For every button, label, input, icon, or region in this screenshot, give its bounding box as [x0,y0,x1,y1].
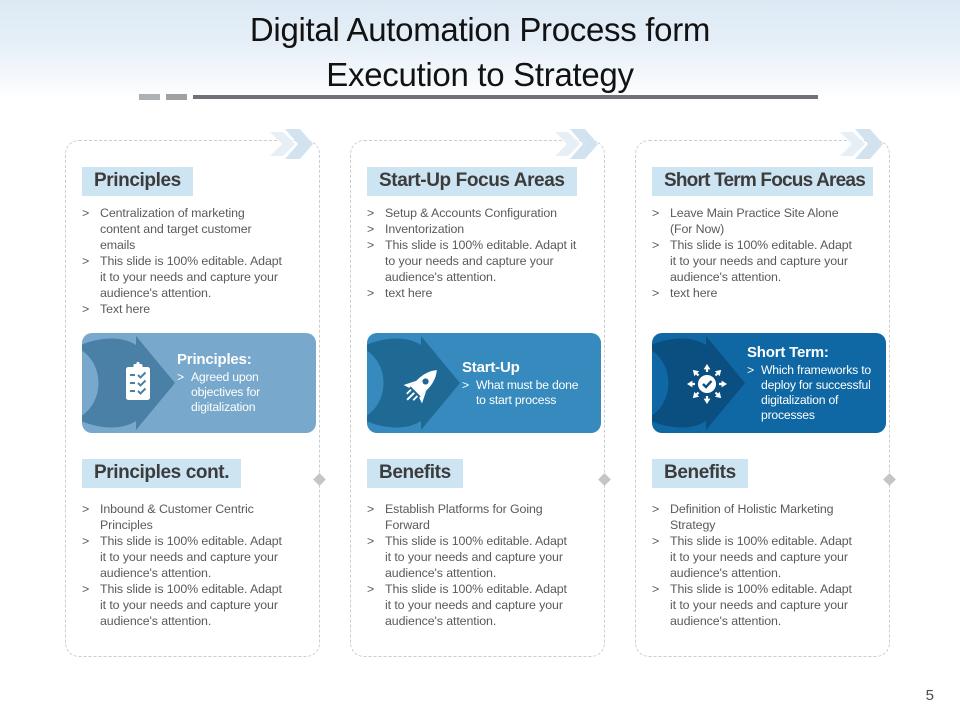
arrow-banner-shape [652,336,745,430]
list-item: >Establish Platforms for Going Forward [367,502,543,532]
double-chevron-icon [555,129,598,159]
bullet-list: >Setup & Accounts Configuration >Invento… [367,205,596,325]
list-item: >This slide is 100% editable. Adapt it t… [367,238,577,284]
section-header: Principles [82,167,193,196]
bullet-list: >Centralization of marketing content and… [82,205,311,325]
bullet-marker: > [82,302,90,316]
bullet-marker: > [82,254,90,268]
bullet-marker: > [462,377,470,392]
list-item: >This slide is 100% editable. Adapt it t… [652,582,852,628]
bullet-marker: > [652,206,660,220]
banner-text: Principles: >Agreed upon objectives for … [177,333,316,433]
list-item: >Inventorization [367,222,465,236]
section-header: Principles cont. [82,459,242,488]
section-header: Benefits [652,459,748,488]
bullet-marker: > [652,286,660,300]
banner-principles: Principles: >Agreed upon objectives for … [82,333,316,433]
page-number: 5 [925,687,934,704]
banner-short-term: Short Term: >Which frameworks to deploy … [652,333,886,433]
bullet-marker: > [747,362,755,377]
bullet-marker: > [82,534,90,548]
banner-title: Start-Up [462,358,520,376]
list-item: >Setup & Accounts Configuration [367,206,557,220]
arrow-banner-shape [367,336,460,430]
list-item: >This slide is 100% editable. Adapt it t… [82,254,282,300]
diamond-marker [883,473,896,486]
list-item: >Definition of Holistic Marketing Strate… [652,502,834,532]
section-header: Benefits [367,459,463,488]
bullet-list: >Leave Main Practice Site Alone (For Now… [652,205,881,325]
list-item: >This slide is 100% editable. Adapt it t… [652,238,852,284]
bullet-marker: > [367,238,375,252]
banner-bullet: >What must be done to start process [462,377,579,407]
bullet-marker: > [367,534,375,548]
column-short-term: Short Term Focus Areas >Leave Main Pract… [635,129,896,657]
list-item: >Centralization of marketing content and… [82,206,252,252]
banner-startup: Start-Up >What must be done to start pro… [367,333,601,433]
list-item: >Text here [82,302,151,316]
banner-bullet: >Agreed upon objectives for digitalizati… [177,370,261,414]
double-chevron-icon [270,129,313,159]
bullet-list: >Establish Platforms for Going Forward >… [367,501,596,629]
list-item: >Inbound & Customer Centric Principles [82,502,254,532]
diamond-marker [598,473,611,486]
banner-title: Principles: [177,351,252,368]
slide-title-line2: Execution to Strategy [326,56,634,93]
bullet-marker: > [367,502,375,516]
target-check-burst-icon [685,362,729,406]
list-item: >This slide is 100% editable. Adapt it t… [82,582,282,628]
list-item: >text here [652,286,718,300]
bullet-list: >Inbound & Customer Centric Principles >… [82,501,311,629]
arrow-banner-shape [82,336,175,430]
banner-text: Short Term: >Which frameworks to deploy … [747,333,886,433]
list-item: >Leave Main Practice Site Alone (For Now… [652,206,839,236]
diamond-marker [313,473,326,486]
section-header: Short Term Focus Areas [652,167,873,196]
slide-title-line1: Digital Automation Process form [249,11,711,48]
list-item: >This slide is 100% editable. Adapt it t… [367,534,567,580]
list-item: >This slide is 100% editable. Adapt it t… [652,534,852,580]
columns-container: Principles >Centralization of marketing … [65,129,896,657]
list-item: >This slide is 100% editable. Adapt it t… [367,582,567,628]
bullet-list: >Definition of Holistic Marketing Strate… [652,501,881,629]
bullet-marker: > [82,582,90,596]
title-underline-bar [193,95,818,99]
banner-title: Short Term: [747,343,829,361]
bullet-marker: > [652,582,660,596]
title-underline-dash [139,94,160,100]
clipboard-checklist-icon [126,361,150,400]
bullet-marker: > [652,534,660,548]
banner-bullet: >Which frameworks to deploy for successf… [747,362,871,422]
bullet-marker: > [82,502,90,516]
bullet-marker: > [367,206,375,220]
section-header: Start-Up Focus Areas [367,167,577,196]
title-underline-dash [166,94,187,100]
list-item: >This slide is 100% editable. Adapt it t… [82,534,282,580]
rocket-icon [403,370,437,404]
banner-text: Start-Up >What must be done to start pro… [462,333,601,433]
title-band: Digital Automation Process form Executio… [0,0,960,97]
bullet-marker: > [367,286,375,300]
bullet-marker: > [177,370,185,384]
bullet-marker: > [367,582,375,596]
slide-title: Digital Automation Process form Executio… [0,0,960,97]
column-principles: Principles >Centralization of marketing … [65,129,326,657]
double-chevron-icon [840,129,883,159]
bullet-marker: > [652,238,660,252]
list-item: >text here [367,286,433,300]
bullet-marker: > [367,222,375,236]
bullet-marker: > [652,502,660,516]
bullet-marker: > [82,206,90,220]
column-startup: Start-Up Focus Areas >Setup & Accounts C… [350,129,611,657]
